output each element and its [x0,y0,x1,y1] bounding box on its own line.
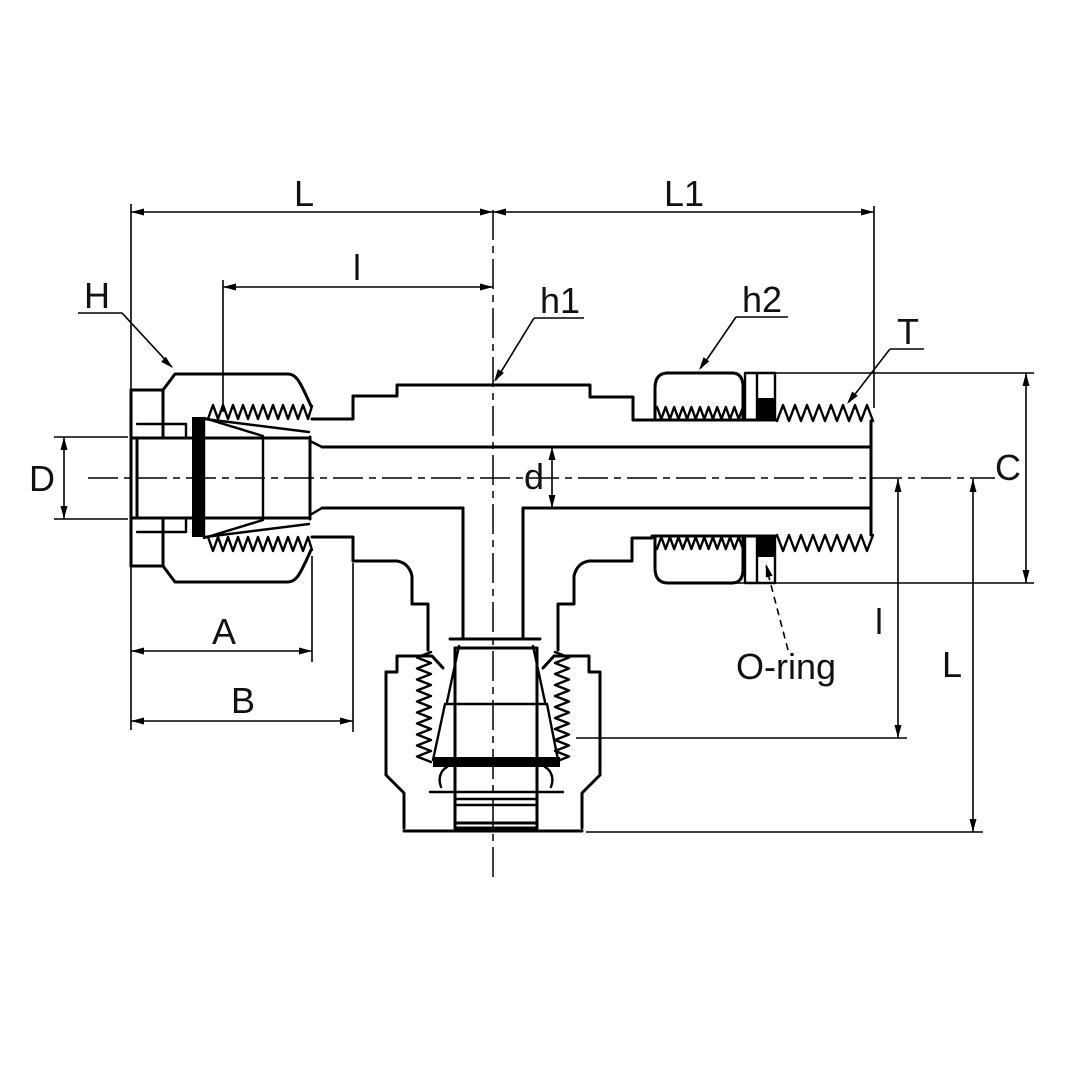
dim-label-L-top: L [294,173,314,214]
dimension-lines [54,204,1034,833]
dim-label-L-right: L [942,644,962,685]
label-h2: h2 [742,279,782,320]
label-O-ring: O-ring [736,646,836,687]
bottom-front-ferrule [431,702,560,762]
dim-label-A: A [212,611,236,652]
dim-label-L1: L1 [664,173,704,214]
leader-h1 [495,317,584,381]
front-ferrule [202,416,265,540]
label-H: H [84,275,110,316]
dimension-labels: L L1 l H h1 h2 T D d C A B O-ring l L [29,173,1021,721]
dim-label-l-top: l [353,247,361,288]
left-port-nut [129,372,324,584]
ext-C [690,372,1034,584]
leader-h2 [700,316,788,369]
bottom-port [384,506,602,833]
label-h1: h1 [540,280,580,321]
dim-label-C: C [995,447,1021,488]
leader-H [78,312,173,368]
dim-label-B: B [231,680,255,721]
dim-label-l-right: l [875,601,883,642]
leader-O-ring [765,565,789,651]
right-port [653,371,875,585]
leader-T [848,348,924,403]
o-ring-top [757,398,775,420]
dim-label-D: D [29,458,55,499]
body [310,383,873,652]
label-T: T [897,311,919,352]
bottom-back-ferrule [433,757,560,767]
dim-label-d: d [524,456,544,497]
o-ring-bottom [757,536,775,557]
ext-D [54,436,128,520]
leader-lines [78,312,924,651]
back-ferrule [192,417,203,537]
